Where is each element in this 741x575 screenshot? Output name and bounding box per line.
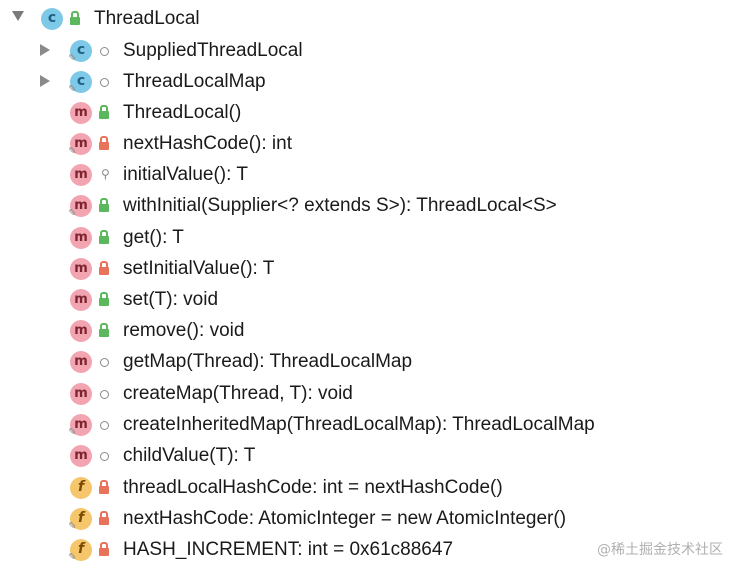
field-icon: f <box>70 477 92 499</box>
public-lock-icon <box>99 198 109 212</box>
static-field-icon: f✎ <box>68 508 92 532</box>
tree-item-label: getMap(Thread): ThreadLocalMap <box>123 351 413 372</box>
tree-item-label: get(): T <box>123 227 184 248</box>
tree-row[interactable]: c✎ ThreadLocalMap <box>0 66 741 97</box>
tree-row[interactable]: m setInitialValue(): T <box>0 253 741 284</box>
package-visibility-icon <box>100 47 109 56</box>
method-icon: m <box>70 445 92 467</box>
tree-row[interactable]: m✎ withInitial(Supplier<? extends S>): T… <box>0 190 741 221</box>
package-visibility-icon <box>100 390 109 399</box>
class-icon: c✎ <box>68 71 92 95</box>
tree-row[interactable]: f✎ HASH_INCREMENT: int = 0x61c88647 <box>0 534 741 565</box>
tree-item-label: createMap(Thread, T): void <box>123 383 353 404</box>
method-icon: m <box>70 164 92 186</box>
tree-item-label: ThreadLocal <box>94 8 200 29</box>
expand-arrow-icon[interactable] <box>40 75 50 87</box>
tree-item-label: HASH_INCREMENT: int = 0x61c88647 <box>123 539 454 560</box>
method-icon: m <box>70 102 92 124</box>
tree-row[interactable]: m getMap(Thread): ThreadLocalMap <box>0 346 741 377</box>
static-field-icon: f✎ <box>68 539 92 563</box>
private-lock-icon <box>99 136 109 150</box>
public-lock-icon <box>99 323 109 337</box>
public-lock-icon <box>99 230 109 244</box>
tree-item-label: createInheritedMap(ThreadLocalMap): Thre… <box>123 414 595 435</box>
method-icon: m <box>70 320 92 342</box>
public-lock-icon <box>99 292 109 306</box>
static-pin-icon: ✎ <box>68 552 77 563</box>
tree-item-label: withInitial(Supplier<? extends S>): Thre… <box>123 195 557 216</box>
package-visibility-icon <box>100 78 109 87</box>
tree-row[interactable]: c✎ SuppliedThreadLocal <box>0 35 741 66</box>
tree-item-label: threadLocalHashCode: int = nextHashCode(… <box>123 477 503 498</box>
tree-row[interactable]: m remove(): void <box>0 315 741 346</box>
method-icon: m <box>70 351 92 373</box>
tree-row[interactable]: m✎ createInheritedMap(ThreadLocalMap): T… <box>0 409 741 440</box>
static-method-icon: m✎ <box>68 133 92 157</box>
tree-item-label: ThreadLocalMap <box>123 71 266 92</box>
tree-row[interactable]: m childValue(T): T <box>0 440 741 471</box>
collapse-arrow-icon[interactable] <box>12 11 24 21</box>
private-lock-icon <box>99 511 109 525</box>
tree-row[interactable]: f✎ nextHashCode: AtomicInteger = new Ato… <box>0 503 741 534</box>
tree-item-label: childValue(T): T <box>123 445 256 466</box>
tree-row[interactable]: m✎ nextHashCode(): int <box>0 128 741 159</box>
public-lock-icon <box>70 11 80 25</box>
method-icon: m <box>70 383 92 405</box>
tree-row[interactable]: m createMap(Thread, T): void <box>0 378 741 409</box>
static-method-icon: m✎ <box>68 195 92 219</box>
method-icon: m <box>70 227 92 249</box>
inner-class-pin-icon: ✎ <box>68 53 77 64</box>
tree-row[interactable]: m ThreadLocal() <box>0 97 741 128</box>
private-lock-icon <box>99 480 109 494</box>
static-pin-icon: ✎ <box>68 427 77 438</box>
static-pin-icon: ✎ <box>68 208 77 219</box>
tree-row[interactable]: m set(T): void <box>0 284 741 315</box>
private-lock-icon <box>99 261 109 275</box>
method-icon: m <box>70 258 92 280</box>
class-icon: c✎ <box>68 40 92 64</box>
package-visibility-icon <box>100 421 109 430</box>
private-lock-icon <box>99 542 109 556</box>
static-method-icon: m✎ <box>68 414 92 438</box>
tree-item-label: initialValue(): T <box>123 164 248 185</box>
tree-row[interactable]: f threadLocalHashCode: int = nextHashCod… <box>0 472 741 503</box>
method-icon: m <box>70 289 92 311</box>
expand-arrow-icon[interactable] <box>40 44 50 56</box>
tree-row-root[interactable]: c ThreadLocal <box>0 3 741 34</box>
class-icon: c <box>41 8 63 30</box>
tree-item-label: ThreadLocal() <box>123 102 242 123</box>
watermark: @稀土掘金技术社区 <box>597 542 723 558</box>
tree-row[interactable]: m ⚲ initialValue(): T <box>0 159 741 190</box>
static-pin-icon: ✎ <box>68 521 77 532</box>
tree-item-label: remove(): void <box>123 320 245 341</box>
tree-item-label: nextHashCode(): int <box>123 133 292 154</box>
tree-item-label: nextHashCode: AtomicInteger = new Atomic… <box>123 508 567 529</box>
package-visibility-icon <box>100 452 109 461</box>
static-pin-icon: ✎ <box>68 146 77 157</box>
protected-key-icon: ⚲ <box>101 167 110 181</box>
public-lock-icon <box>99 105 109 119</box>
tree-item-label: SuppliedThreadLocal <box>123 40 303 61</box>
tree-item-label: set(T): void <box>123 289 219 310</box>
tree-row[interactable]: m get(): T <box>0 222 741 253</box>
tree-item-label: setInitialValue(): T <box>123 258 275 279</box>
inner-class-pin-icon: ✎ <box>68 84 77 95</box>
package-visibility-icon <box>100 358 109 367</box>
